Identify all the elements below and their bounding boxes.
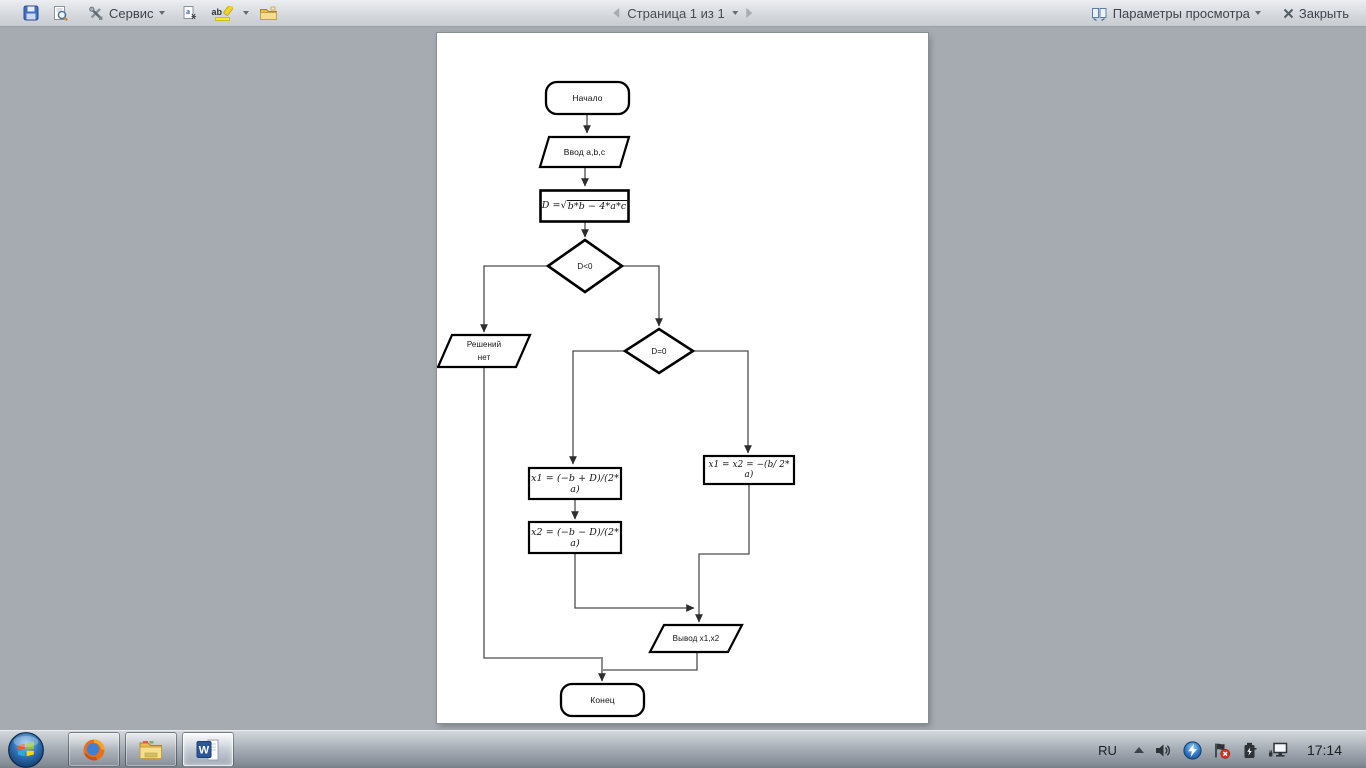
language-indicator[interactable]: RU	[1098, 742, 1117, 758]
lightning-app-icon	[1183, 740, 1202, 760]
word-letter: W	[199, 744, 210, 756]
x1x2-process-shape	[702, 454, 796, 486]
next-page-icon[interactable]	[746, 8, 753, 18]
highlighter-color-bar	[214, 16, 230, 21]
windows-start-icon	[8, 732, 44, 768]
svg-text:a: a	[186, 7, 190, 16]
output-label: Вывод x1,x2	[672, 634, 720, 643]
start-label: Начало	[572, 93, 603, 103]
document-page[interactable]: Начало Ввод a,b,c D = √ b*b − 4*a*c D<0 …	[437, 33, 928, 723]
no-solution-line2: нет	[477, 353, 491, 362]
discriminant-formula: D = √ b*b − 4*a*c	[540, 190, 629, 221]
new-comment-folder-icon	[260, 6, 278, 20]
action-center-button[interactable]	[1213, 742, 1231, 759]
flow-shapes	[437, 80, 796, 718]
formula-radicand: b*b − 4*a*c	[566, 199, 628, 212]
network-button[interactable]	[1268, 742, 1288, 758]
toolbar-right-group: Параметры просмотра Закрыть	[1088, 4, 1352, 23]
save-button[interactable]	[20, 3, 42, 23]
page-indicator[interactable]: Страница 1 из 1	[627, 5, 725, 21]
taskbar-button-word[interactable]: W	[182, 732, 234, 767]
input-label: Ввод a,b,c	[563, 147, 606, 157]
x1x2-formula: x1 = x2 = −(b/ 2* a)	[708, 460, 790, 480]
view-options-label: Параметры просмотра	[1112, 5, 1250, 21]
end-label: Конец	[590, 695, 615, 705]
taskbar-buttons: W	[68, 732, 234, 767]
radical-sign: √	[560, 200, 567, 211]
decision2-diamond-shape	[622, 327, 696, 375]
tools-menu-button[interactable]: Сервис	[85, 3, 168, 23]
view-options-icon	[1091, 7, 1107, 21]
x1-formula: x1 = (−b + D)/(2* a)	[531, 472, 619, 495]
prev-page-icon[interactable]	[613, 8, 620, 18]
show-hidden-icons-icon[interactable]	[1133, 747, 1144, 753]
x2-formula: x2 = (−b − D)/(2* a)	[531, 526, 619, 549]
highlight-caret-icon[interactable]	[243, 11, 250, 15]
formula-lhs: D =	[541, 200, 561, 211]
tools-icon	[89, 6, 103, 20]
start-button[interactable]	[7, 731, 45, 768]
page-navigation: Страница 1 из 1	[613, 5, 753, 21]
decision2-label: D=0	[651, 346, 667, 356]
x2-process-shape	[527, 520, 623, 555]
action-center-flag-icon	[1215, 743, 1231, 759]
view-options-button[interactable]: Параметры просмотра	[1088, 4, 1264, 23]
discriminant-process-shape	[539, 189, 630, 223]
text-highlight-button[interactable]: ab	[209, 4, 237, 23]
view-options-caret-icon	[1254, 11, 1261, 15]
start-terminator-shape	[544, 80, 631, 116]
flow-connectors	[480, 114, 752, 682]
volume-icon	[1155, 744, 1171, 756]
save-icon	[23, 5, 39, 21]
volume-button[interactable]	[1155, 743, 1172, 758]
toolbar-left-group: Сервис a ab	[0, 3, 281, 24]
flowchart-diagram	[437, 80, 796, 718]
battery-icon	[1244, 742, 1257, 758]
highlighter-icon: ab	[211, 5, 234, 21]
close-button[interactable]: Закрыть	[1280, 4, 1352, 23]
no-solution-parallelogram-shape	[437, 333, 532, 369]
system-tray: RU	[1098, 731, 1342, 768]
end-terminator-shape	[559, 682, 646, 718]
tools-menu-label: Сервис	[109, 5, 154, 21]
decision1-diamond-shape	[545, 238, 625, 294]
close-icon	[1283, 8, 1294, 18]
firefox-icon	[83, 739, 105, 760]
print-preview-button[interactable]	[49, 3, 72, 24]
taskbar: W RU	[0, 730, 1366, 768]
tools-caret-icon	[158, 11, 165, 15]
translate-icon: a	[183, 6, 196, 20]
no-solution-label: Решений нет	[438, 335, 530, 367]
decision1-label: D<0	[577, 261, 593, 271]
no-solution-line1: Решений	[466, 340, 502, 349]
close-label: Закрыть	[1298, 5, 1349, 21]
taskbar-clock[interactable]: 17:14	[1306, 742, 1342, 758]
network-icon	[1268, 742, 1288, 757]
print-preview-icon	[54, 5, 68, 21]
x1-process-shape	[527, 466, 623, 501]
taskbar-button-explorer[interactable]	[125, 732, 177, 767]
output-parallelogram-shape	[648, 623, 744, 654]
highlighter-pen-icon	[223, 5, 234, 16]
taskbar-button-firefox[interactable]	[68, 732, 120, 767]
word-icon: W	[196, 739, 219, 760]
battery-button[interactable]	[1242, 742, 1257, 759]
lightning-app-button[interactable]	[1183, 740, 1202, 760]
input-parallelogram-shape	[538, 135, 631, 169]
new-comment-button[interactable]	[256, 4, 281, 23]
translate-button[interactable]: a	[179, 3, 202, 23]
page-nav-caret-icon[interactable]	[732, 11, 739, 15]
reading-view-toolbar: Сервис a ab	[0, 0, 1366, 27]
explorer-icon	[139, 740, 162, 759]
highlighter-glyph: ab	[211, 6, 223, 17]
